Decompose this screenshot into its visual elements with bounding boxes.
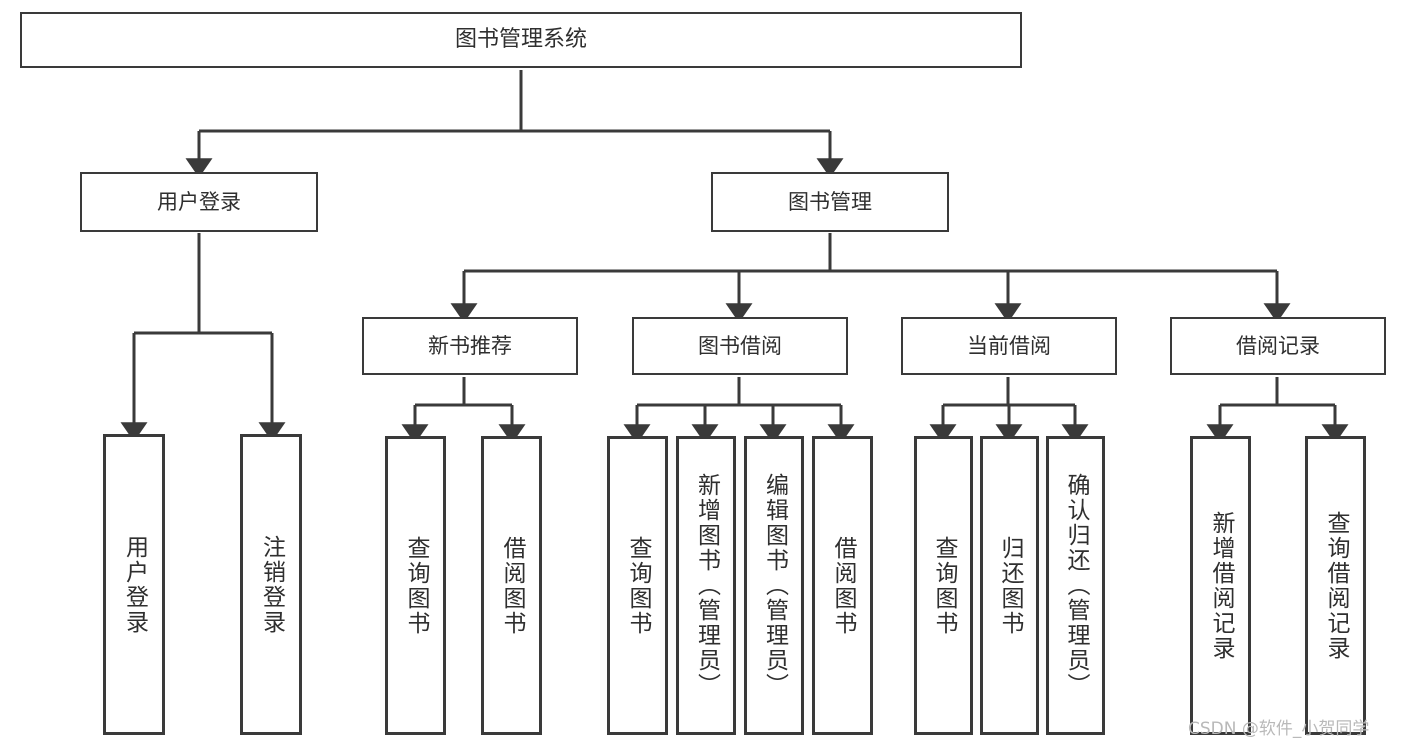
node-current-borrow[interactable]: 当前借阅 [901, 317, 1117, 375]
node-label: 图书管理 [788, 189, 872, 214]
node-label: 新书推荐 [428, 333, 512, 358]
node-user-login[interactable]: 用户登录 [80, 172, 318, 232]
node-book-borrow[interactable]: 图书借阅 [632, 317, 848, 375]
node-leaf-borrow-record-query[interactable]: 查询借阅记录 [1305, 436, 1366, 735]
node-label: 注销登录 [258, 534, 285, 635]
node-leaf-user-login-login[interactable]: 用户登录 [103, 434, 165, 735]
node-label: 归还图书 [997, 535, 1023, 636]
node-label: 新增借阅记录 [1208, 510, 1234, 661]
node-label: 新增图书（管理员） [693, 473, 720, 698]
node-label: 用户登录 [121, 534, 148, 635]
node-label: 查询借阅记录 [1323, 510, 1349, 661]
node-label: 查询图书 [403, 535, 429, 636]
node-label: 图书借阅 [698, 333, 782, 358]
watermark-text: CSDN @软件_小贺同学 [1188, 719, 1370, 739]
node-leaf-book-borrow-query[interactable]: 查询图书 [607, 436, 668, 735]
node-label: 编辑图书（管理员） [761, 473, 788, 698]
node-label: 当前借阅 [967, 333, 1051, 358]
node-book-manage[interactable]: 图书管理 [711, 172, 949, 232]
node-leaf-new-book-borrow[interactable]: 借阅图书 [481, 436, 542, 735]
node-label: 借阅图书 [499, 535, 525, 636]
node-leaf-borrow-record-add[interactable]: 新增借阅记录 [1190, 436, 1251, 735]
node-borrow-record[interactable]: 借阅记录 [1170, 317, 1386, 375]
node-leaf-book-borrow-borrow[interactable]: 借阅图书 [812, 436, 873, 735]
node-label: 查询图书 [931, 535, 957, 636]
node-leaf-user-login-logout[interactable]: 注销登录 [240, 434, 302, 735]
node-label: 图书管理系统 [454, 27, 587, 53]
node-root-system[interactable]: 图书管理系统 [20, 12, 1022, 68]
node-new-book-recommend[interactable]: 新书推荐 [362, 317, 578, 375]
node-leaf-current-borrow-return[interactable]: 归还图书 [980, 436, 1039, 735]
node-label: 确认归还（管理员） [1063, 473, 1089, 698]
node-label: 查询图书 [625, 535, 651, 636]
node-label: 用户登录 [157, 189, 241, 214]
node-leaf-book-borrow-edit[interactable]: 编辑图书（管理员） [744, 436, 804, 735]
node-label: 借阅记录 [1236, 333, 1320, 358]
node-label: 借阅图书 [830, 535, 856, 636]
node-leaf-current-borrow-query[interactable]: 查询图书 [914, 436, 973, 735]
node-leaf-book-borrow-add[interactable]: 新增图书（管理员） [676, 436, 736, 735]
node-leaf-new-book-query[interactable]: 查询图书 [385, 436, 446, 735]
node-leaf-current-borrow-confirm[interactable]: 确认归还（管理员） [1046, 436, 1105, 735]
